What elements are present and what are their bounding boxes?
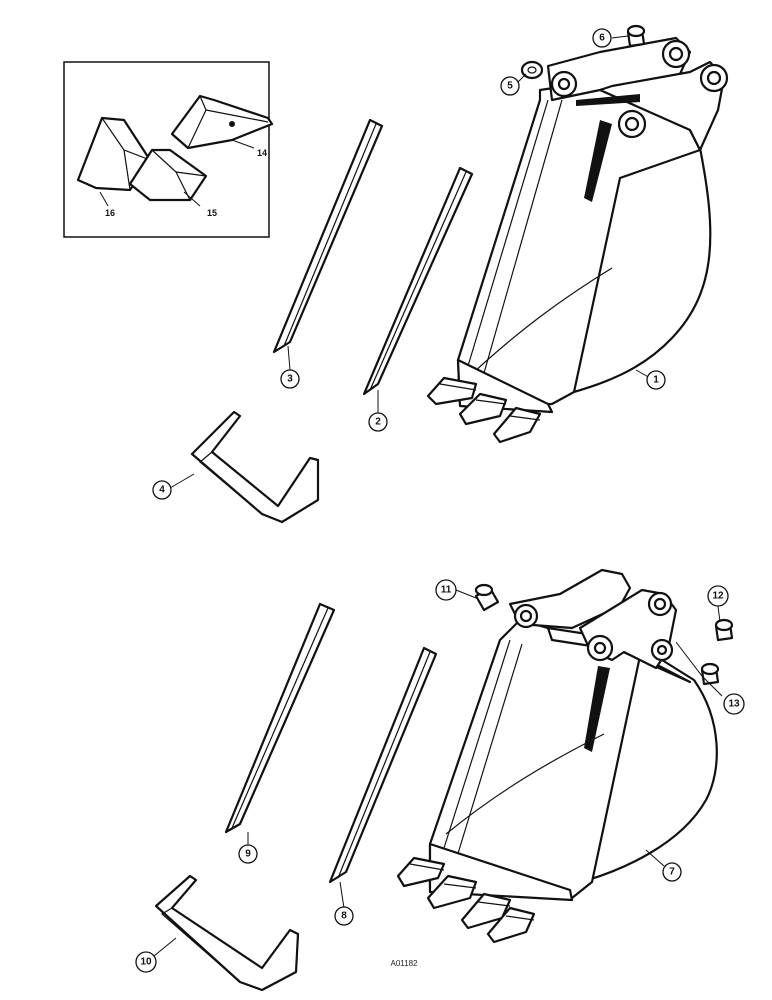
- callout-10: 10: [135, 951, 157, 973]
- svg-text:8: 8: [341, 911, 347, 922]
- callout-7: 7: [662, 862, 682, 882]
- svg-text:11: 11: [441, 585, 452, 596]
- tooth-14: [170, 94, 274, 150]
- callout-2: 2: [368, 412, 388, 432]
- wear-plate-10: [154, 874, 300, 992]
- callout-6: 6: [592, 28, 612, 48]
- svg-text:13: 13: [728, 699, 740, 710]
- bushing-6: [626, 24, 646, 48]
- callout-8: 8: [334, 906, 354, 926]
- side-cutter-9: [224, 602, 336, 834]
- label-14: 14: [257, 148, 267, 158]
- svg-text:10: 10: [140, 957, 152, 968]
- bushing-13: [700, 662, 720, 686]
- callout-13: 13: [723, 693, 745, 715]
- svg-text:2: 2: [375, 417, 381, 428]
- bucket-7: [396, 568, 718, 944]
- svg-text:5: 5: [507, 81, 513, 92]
- tooth-16: [76, 116, 152, 192]
- callout-3: 3: [280, 369, 300, 389]
- bushing-5: [520, 60, 544, 80]
- svg-text:6: 6: [599, 33, 605, 44]
- callout-1: 1: [646, 370, 666, 390]
- svg-text:4: 4: [159, 485, 165, 496]
- bushing-11: [474, 583, 500, 612]
- side-cutter-2: [362, 166, 474, 396]
- svg-text:9: 9: [245, 849, 251, 860]
- svg-text:3: 3: [287, 374, 293, 385]
- svg-text:1: 1: [653, 375, 659, 386]
- side-cutter-3: [272, 118, 384, 354]
- figure-code: A01182: [391, 959, 419, 968]
- callout-11: 11: [435, 579, 457, 601]
- bucket-1: [426, 36, 729, 444]
- bushing-12: [714, 618, 734, 642]
- callout-5: 5: [500, 76, 520, 96]
- wear-plate-4: [190, 410, 320, 524]
- callout-12: 12: [707, 585, 729, 607]
- tooth-inset: 14 15 16: [63, 61, 274, 238]
- callout-4: 4: [152, 480, 172, 500]
- label-16: 16: [105, 208, 115, 218]
- callout-9: 9: [238, 844, 258, 864]
- tooth-15: [128, 148, 208, 202]
- svg-text:7: 7: [669, 867, 675, 878]
- side-cutter-8: [328, 646, 438, 884]
- label-15: 15: [207, 208, 217, 218]
- svg-text:12: 12: [712, 591, 724, 602]
